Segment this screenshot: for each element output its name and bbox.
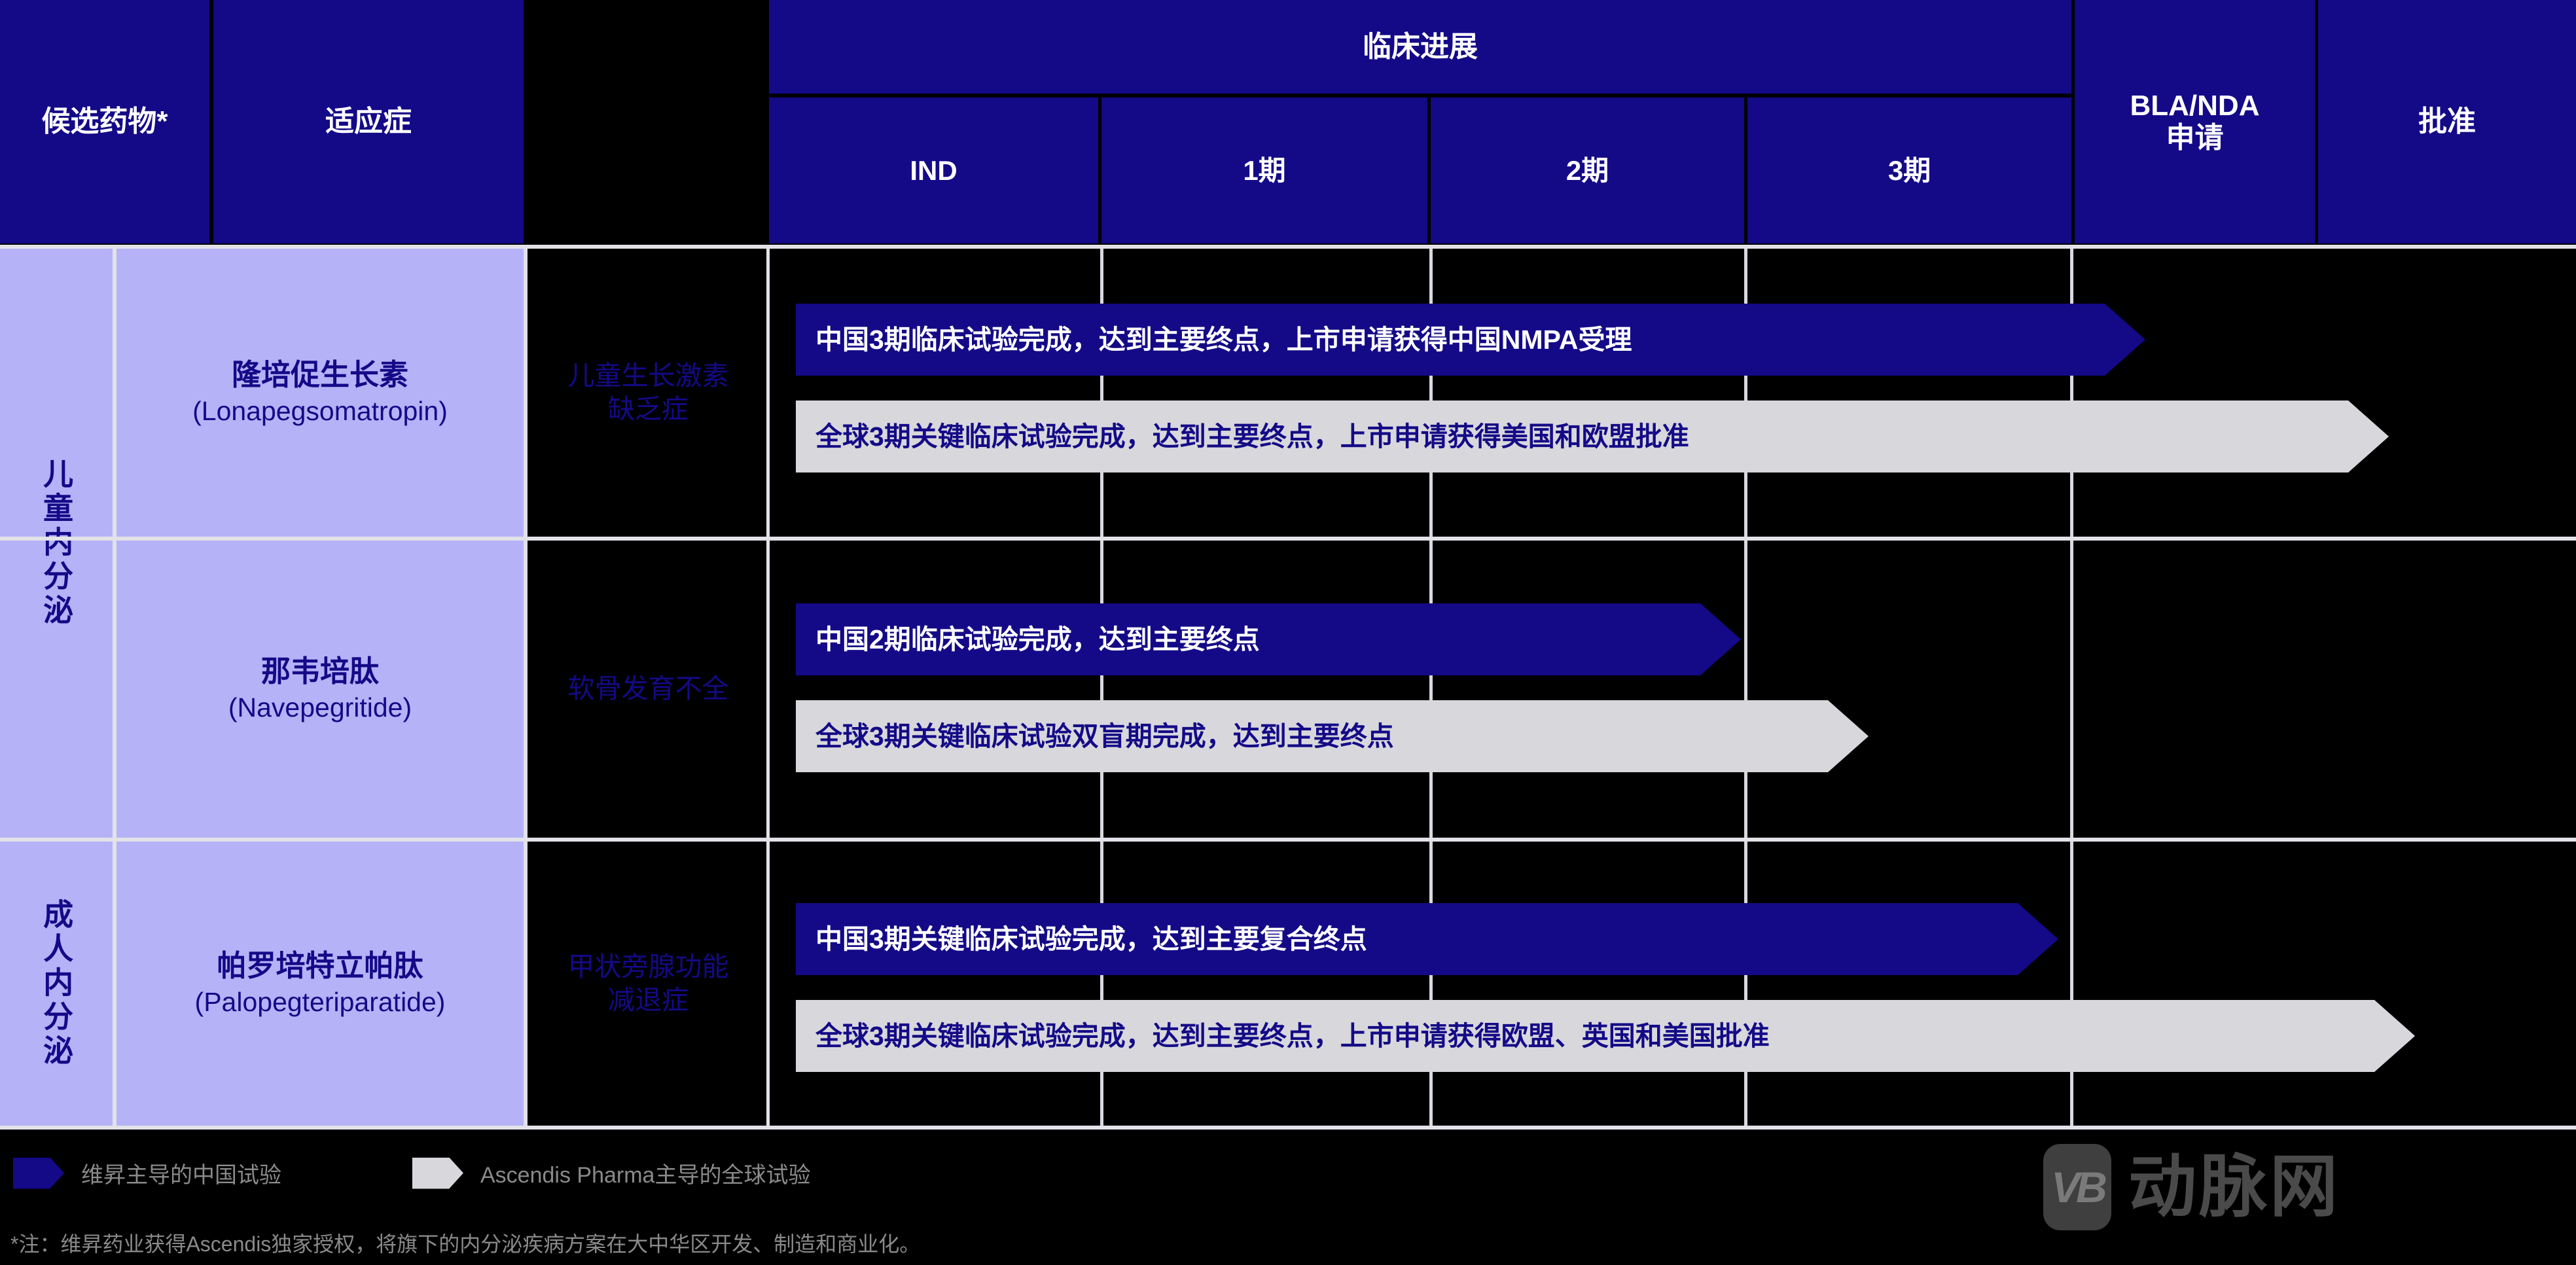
bar-row1-global: 全球3期关键临床试验完成，达到主要终点，上市申请获得美国和欧盟批准 xyxy=(796,401,2389,472)
legend-item-global: Ascendis Pharma主导的全球试验 xyxy=(412,1157,810,1189)
vrule-cat-drug xyxy=(113,249,116,1126)
header-bla-nda-line2: 申请 xyxy=(2166,122,2224,154)
header-approval: 批准 xyxy=(2318,0,2576,243)
watermark: VB 动脉网 xyxy=(2043,1144,2340,1230)
category-adult-endocrine: 成人内分泌 xyxy=(0,842,113,1126)
drug-cell-row1: 隆培促生长素 (Lonapegsomatropin) xyxy=(116,249,524,537)
drug-name-en-row1: (Lonapegsomatropin) xyxy=(192,396,448,427)
indication-line1-row1: 儿童生长激素 xyxy=(567,360,729,391)
bar-row2-china: 中国2期临床试验完成，达到主要终点 xyxy=(796,603,1741,675)
hrule-table-bottom xyxy=(0,1126,2576,1130)
gridline-phase-2 xyxy=(1429,249,1433,1126)
header-phase-2: 2期 xyxy=(1431,98,1744,243)
bar-row1-china: 中国3期临床试验完成，达到主要终点，上市申请获得中国NMPA受理 xyxy=(796,304,2145,376)
watermark-text: 动脉网 xyxy=(2128,1149,2341,1225)
drug-name-cn-row2: 那韦培肽 xyxy=(260,654,379,688)
bar-row2-global: 全球3期关键临床试验双盲期完成，达到主要终点 xyxy=(796,700,1869,772)
gridline-phase-1 xyxy=(1100,249,1103,1126)
legend-swatch-global-icon xyxy=(412,1157,463,1189)
drug-name-en-row3: (Palopegteriparatide) xyxy=(194,987,446,1018)
drug-name-cn-row3: 帕罗培特立帕肽 xyxy=(217,949,423,983)
gridline-phase-3 xyxy=(1744,249,1747,1126)
drug-name-en-row2: (Navepegritide) xyxy=(228,692,412,723)
vrule-drug-indic xyxy=(524,249,528,1126)
indication-cell-row3: 甲状旁腺功能 减退症 xyxy=(528,842,769,1126)
header-phase-3: 3期 xyxy=(1747,98,2071,243)
indication-line2-row1: 缺乏症 xyxy=(608,394,689,424)
bar-row3-china: 中国3期关键临床试验完成，达到主要复合终点 xyxy=(796,903,2058,975)
table-header: 候选药物* 适应症 临床进展 IND 1期 2期 3期 BLA/NDA 申请 批… xyxy=(0,0,2576,243)
hrule-header-bottom xyxy=(0,245,2576,249)
drug-name-cn-row1: 隆培促生长素 xyxy=(231,358,408,392)
indication-cell-row1: 儿童生长激素 缺乏症 xyxy=(528,249,769,537)
drug-cell-row3: 帕罗培特立帕肽 (Palopegteriparatide) xyxy=(116,842,524,1126)
indication-line1-row2: 软骨发育不全 xyxy=(567,673,729,704)
vrule-progress-start xyxy=(766,245,770,1126)
header-bla-nda-line1: BLA/NDA xyxy=(2130,89,2260,122)
indication-cell-row2: 软骨发育不全 xyxy=(528,541,769,838)
header-indication: 适应症 xyxy=(213,0,524,243)
header-phase-1: 1期 xyxy=(1101,98,1427,243)
indication-line2-row3: 减退症 xyxy=(608,985,689,1015)
category-children-endocrine: 儿童内分泌 xyxy=(0,249,113,838)
hrule-row1-row2 xyxy=(0,537,2576,541)
header-clinical-progress-group: 临床进展 xyxy=(769,0,2071,94)
legend-item-china: 维昇主导的中国试验 xyxy=(13,1157,281,1189)
footnote: *注：维昇药业获得Ascendis独家授权，将旗下的内分泌疾病方案在大中华区开发… xyxy=(10,1232,921,1256)
gridline-bla xyxy=(2070,249,2073,1126)
watermark-logo-icon: VB xyxy=(2043,1144,2111,1230)
legend-label-china: 维昇主导的中国试验 xyxy=(81,1163,281,1188)
header-candidate-drug: 候选药物* xyxy=(0,0,209,243)
legend-swatch-china-icon xyxy=(13,1157,64,1189)
bar-row3-global: 全球3期关键临床试验完成，达到主要终点，上市申请获得欧盟、英国和美国批准 xyxy=(796,1000,2415,1072)
hrule-row2-row3 xyxy=(0,838,2576,842)
indication-line1-row3: 甲状旁腺功能 xyxy=(567,951,729,982)
drug-cell-row2: 那韦培肽 (Navepegritide) xyxy=(116,541,524,838)
header-bla-nda: BLA/NDA 申请 xyxy=(2075,0,2315,243)
legend-label-global: Ascendis Pharma主导的全球试验 xyxy=(480,1163,811,1188)
header-phase-ind: IND xyxy=(769,98,1098,243)
